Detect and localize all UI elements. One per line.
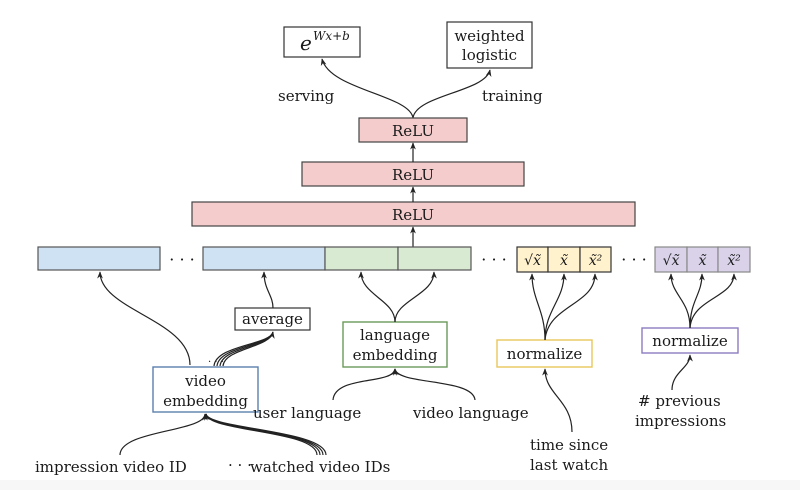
- video-language-input: video language: [412, 404, 529, 422]
- inputs-ellipsis: · · ·: [228, 456, 252, 474]
- training-label: training: [482, 87, 543, 105]
- serving-output-node: e Wx+b: [283, 26, 361, 58]
- edge-video-embedding-to-impression-segment: [97, 271, 191, 366]
- serving-output-exponent: Wx+b: [313, 29, 350, 43]
- edges-video-embedding-to-average: [213, 331, 275, 367]
- watched-video-average-segment: [202, 246, 326, 271]
- serving-output-base: e: [300, 31, 312, 55]
- relu-layer-top: ReLU: [358, 117, 468, 143]
- video-embedding-node: video embedding: [152, 366, 259, 413]
- relu-layer-middle: ReLU: [301, 161, 525, 187]
- edge-normalize-impressions-to-squared: [689, 273, 737, 329]
- normalize-time-node: normalize: [496, 339, 593, 368]
- user-language-segment: [324, 246, 399, 271]
- relu-layer-bottom-label: ReLU: [392, 206, 434, 224]
- previous-impressions-input-line-1: # previous: [638, 392, 721, 410]
- time-sqrt-cell: √x̃: [524, 253, 541, 269]
- edge-relu-to-serving: [320, 58, 414, 119]
- edge-relu-to-training: [412, 69, 492, 119]
- relu-layer-middle-label: ReLU: [392, 166, 434, 184]
- average-node: average: [234, 307, 311, 331]
- edge-normalize-time-to-squared: [544, 273, 598, 341]
- video-embedding-ellipsis: · · ·: [208, 357, 224, 368]
- impressions-squared-cell: x̃²: [727, 253, 741, 269]
- time-since-last-watch-input-line-1: time since: [530, 436, 608, 454]
- feature-ellipsis-2: · · ·: [481, 250, 506, 269]
- time-squared-cell: x̃²: [589, 253, 603, 269]
- impression-video-id-input: impression video ID: [35, 458, 187, 476]
- impression-video-embedding-segment: [37, 246, 161, 271]
- language-embedding-node: language embedding: [342, 321, 448, 368]
- edge-normalize-time-to-linear: [544, 273, 567, 341]
- edge-time-to-normalize: [542, 368, 573, 433]
- relu-layer-top-label: ReLU: [392, 122, 434, 140]
- normalize-impressions-node: normalize: [641, 327, 739, 354]
- edge-normalize-impressions-to-linear: [689, 273, 705, 329]
- normalize-time-label: normalize: [507, 345, 583, 363]
- previous-impressions-features: √x̃ x̃ x̃²: [654, 246, 751, 273]
- serving-label: serving: [278, 87, 335, 105]
- edge-video-language-to-language-embedding: [392, 368, 476, 401]
- video-language-segment: [397, 246, 472, 271]
- edges-watched-ids-to-video-embedding: [204, 413, 327, 456]
- language-embedding-line-2: embedding: [353, 346, 438, 364]
- edge-impressions-to-normalize: [671, 354, 693, 391]
- edge-impression-id-to-video-embedding: [119, 413, 208, 456]
- video-embedding-line-2: embedding: [163, 392, 248, 410]
- impressions-linear-cell: x̃: [699, 253, 707, 269]
- training-output-node: weighted logistic: [446, 21, 533, 69]
- time-since-last-watch-features: √x̃ x̃ x̃²: [516, 246, 612, 273]
- bottom-margin-strip: [0, 480, 800, 490]
- edge-normalize-time-to-sqrt: [529, 273, 546, 341]
- language-embedding-line-1: language: [360, 326, 430, 344]
- relu-layer-bottom: ReLU: [191, 201, 636, 227]
- feature-ellipsis-1: · · ·: [169, 250, 194, 269]
- edge-language-to-video-language-segment: [394, 271, 437, 323]
- edge-user-language-to-language-embedding: [332, 368, 398, 401]
- user-language-input: user language: [253, 404, 361, 422]
- time-since-last-watch-input-line-2: last watch: [530, 456, 608, 474]
- watched-video-ids-input: watched video IDs: [250, 458, 390, 476]
- edge-language-to-user-language-segment: [358, 271, 396, 323]
- video-embedding-line-1: video: [184, 372, 226, 390]
- time-linear-cell: x̃: [560, 253, 568, 269]
- edge-average-to-watched-segment: [261, 271, 274, 309]
- training-output-line-2: logistic: [462, 46, 517, 64]
- training-output-line-1: weighted: [454, 27, 525, 45]
- average-label: average: [242, 310, 303, 328]
- previous-impressions-input-line-2: impressions: [635, 412, 726, 430]
- impressions-sqrt-cell: √x̃: [663, 253, 680, 269]
- feature-ellipsis-3: · · ·: [621, 250, 646, 269]
- edge-normalize-impressions-to-sqrt: [668, 273, 691, 329]
- normalize-impressions-label: normalize: [652, 332, 728, 350]
